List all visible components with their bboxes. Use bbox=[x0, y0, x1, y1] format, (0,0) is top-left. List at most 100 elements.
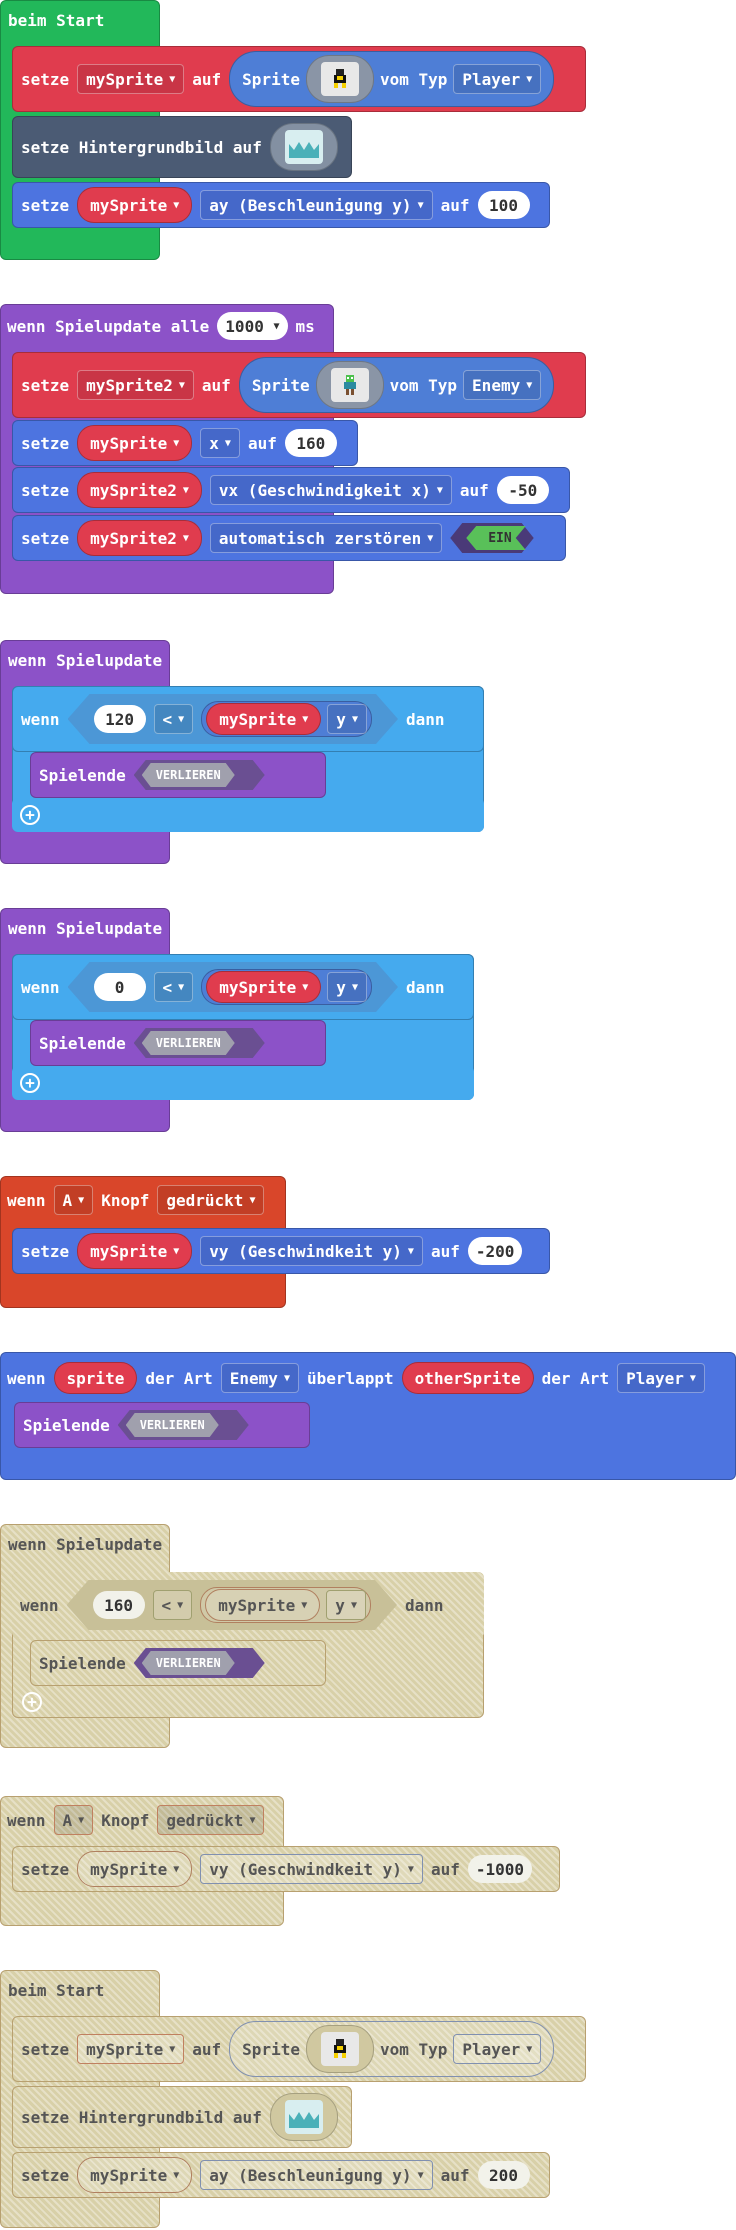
property-dropdown[interactable]: ay (Beschleunigung y)▼ bbox=[200, 190, 433, 220]
sprite-of-kind-pill[interactable]: Sprite vom Typ Player▼ bbox=[229, 51, 555, 107]
sprite-property-pill[interactable]: mySprite▼ y▼ bbox=[201, 969, 372, 1005]
game-over-label: Spielende bbox=[23, 1415, 110, 1435]
chevron-down-icon: ▼ bbox=[526, 2043, 533, 2055]
when-keyword: wenn bbox=[7, 1368, 46, 1388]
on-off-toggle[interactable]: EIN bbox=[450, 523, 533, 553]
disabled-set-sprite-statement[interactable]: setze mySprite▼ auf Sprite vom Typ Playe… bbox=[12, 2016, 586, 2082]
button-action-dropdown[interactable]: gedrückt▼ bbox=[157, 1185, 265, 1215]
button-dropdown[interactable]: A▼ bbox=[53, 1805, 94, 1835]
variable-pill[interactable]: mySprite▼ bbox=[77, 187, 193, 223]
value-input[interactable]: 100 bbox=[477, 191, 530, 219]
disabled-set-background-statement[interactable]: setze Hintergrundbild auf bbox=[12, 2086, 352, 2148]
property-dropdown[interactable]: y▼ bbox=[327, 704, 367, 734]
sprite-of-kind-pill[interactable]: Sprite vom Typ Enemy▼ bbox=[238, 357, 555, 413]
disabled-if-statement[interactable]: wenn 160 <▼ mySprite▼ y▼ dann bbox=[12, 1572, 484, 1638]
game-over-statement[interactable]: Spielende VERLIEREN bbox=[14, 1402, 310, 1448]
button-action-dropdown[interactable]: gedrückt▼ bbox=[157, 1805, 265, 1835]
value-input[interactable]: -1000 bbox=[467, 1855, 533, 1883]
variable-pill[interactable]: mySprite2▼ bbox=[77, 472, 202, 508]
add-else-icon[interactable]: + bbox=[20, 805, 40, 825]
button-keyword: Knopf bbox=[101, 1190, 150, 1210]
game-result-dropdown[interactable]: VERLIEREN bbox=[134, 760, 265, 790]
property-dropdown[interactable]: ay (Beschleunigung y)▼ bbox=[200, 2160, 433, 2190]
add-else-icon[interactable]: + bbox=[22, 1692, 42, 1712]
add-else-icon[interactable]: + bbox=[20, 1073, 40, 1093]
game-over-statement[interactable]: Spielende VERLIEREN bbox=[30, 1020, 326, 1066]
comparison-expression[interactable]: 160 <▼ mySprite▼ y▼ bbox=[67, 1580, 397, 1630]
left-operand[interactable]: 120 bbox=[93, 705, 146, 733]
chevron-down-icon: ▼ bbox=[178, 713, 185, 725]
property-dropdown[interactable]: y▼ bbox=[326, 1590, 366, 1620]
set-vy-statement[interactable]: setze mySprite▼ vy (Geschwindkeit y)▼ au… bbox=[12, 1228, 550, 1274]
variable-dropdown[interactable]: mySprite▼ bbox=[77, 2034, 185, 2064]
sprite-of-kind-pill[interactable]: Sprite vom Typ Player▼ bbox=[229, 2021, 555, 2077]
player-sprite-icon[interactable] bbox=[305, 2025, 374, 2073]
kind-dropdown[interactable]: Player▼ bbox=[453, 64, 542, 94]
variable-dropdown[interactable]: mySprite▼ bbox=[77, 64, 185, 94]
background-image-icon[interactable] bbox=[269, 123, 338, 171]
set-sprite2-statement[interactable]: setze mySprite2▼ auf Sprite vom Typ Enem… bbox=[12, 352, 586, 418]
left-operand[interactable]: 160 bbox=[92, 1591, 145, 1619]
set-vx-statement[interactable]: setze mySprite2▼ vx (Geschwindigkeit x)▼… bbox=[12, 467, 570, 513]
disabled-set-ay-statement[interactable]: setze mySprite▼ ay (Beschleunigung y)▼ a… bbox=[12, 2152, 550, 2198]
game-over-statement[interactable]: Spielende VERLIEREN bbox=[30, 752, 326, 798]
set-background-statement[interactable]: setze Hintergrundbild auf bbox=[12, 116, 352, 178]
variable-pill[interactable]: mySprite▼ bbox=[77, 1851, 193, 1887]
variable-pill[interactable]: mySprite▼ bbox=[206, 971, 322, 1003]
if-keyword: wenn bbox=[21, 709, 60, 729]
kind-dropdown[interactable]: Enemy▼ bbox=[463, 370, 542, 400]
interval-dropdown[interactable]: 1000 ▼ bbox=[217, 312, 288, 340]
chevron-down-icon: ▼ bbox=[249, 1194, 256, 1206]
variable-pill[interactable]: mySprite▼ bbox=[77, 1233, 193, 1269]
left-operand[interactable]: 0 bbox=[93, 973, 146, 1001]
kind-dropdown[interactable]: Player▼ bbox=[617, 1363, 705, 1393]
game-over-statement[interactable]: Spielende VERLIEREN bbox=[30, 1640, 326, 1686]
operator-dropdown[interactable]: <▼ bbox=[153, 972, 194, 1002]
sprite-property-pill[interactable]: mySprite▼ y▼ bbox=[200, 1587, 371, 1623]
variable-pill[interactable]: mySprite▼ bbox=[77, 2157, 193, 2193]
player-sprite-icon[interactable] bbox=[305, 55, 374, 103]
comparison-expression[interactable]: 120 <▼ mySprite▼ y▼ bbox=[68, 694, 398, 744]
property-dropdown[interactable]: x▼ bbox=[200, 428, 240, 458]
operator-dropdown[interactable]: <▼ bbox=[153, 704, 194, 734]
if-statement[interactable]: wenn 120 <▼ mySprite▼ y▼ dann bbox=[12, 686, 484, 752]
comparison-expression[interactable]: 0 <▼ mySprite▼ y▼ bbox=[68, 962, 398, 1012]
background-image-icon[interactable] bbox=[269, 2093, 338, 2141]
sprite-property-pill[interactable]: mySprite▼ y▼ bbox=[201, 701, 372, 737]
button-dropdown[interactable]: A▼ bbox=[53, 1185, 94, 1215]
set-ay-statement[interactable]: setze mySprite▼ ay (Beschleunigung y)▼ a… bbox=[12, 182, 550, 228]
sprite-keyword: Sprite bbox=[251, 375, 310, 395]
set-autodestroy-statement[interactable]: setze mySprite2▼ automatisch zerstören▼ … bbox=[12, 515, 566, 561]
set-sprite-statement[interactable]: setze mySprite▼ auf Sprite vom Typ Playe… bbox=[12, 46, 586, 112]
button-event-hat: wenn A▼ Knopf gedrückt▼ bbox=[0, 1180, 286, 1220]
other-sprite-variable-pill[interactable]: otherSprite bbox=[401, 1362, 534, 1394]
value-input[interactable]: -200 bbox=[467, 1237, 523, 1265]
operator-dropdown[interactable]: <▼ bbox=[152, 1590, 193, 1620]
property-dropdown[interactable]: vy (Geschwindkeit y)▼ bbox=[200, 1236, 423, 1266]
variable-pill[interactable]: mySprite▼ bbox=[206, 703, 322, 735]
variable-pill[interactable]: mySprite▼ bbox=[205, 1589, 321, 1621]
set-keyword: setze bbox=[21, 375, 70, 395]
flag-dropdown[interactable]: automatisch zerstören▼ bbox=[209, 523, 443, 553]
kind-dropdown[interactable]: Enemy▼ bbox=[220, 1363, 299, 1393]
chevron-down-icon: ▼ bbox=[407, 1245, 414, 1257]
chevron-down-icon: ▼ bbox=[249, 1814, 256, 1826]
property-dropdown[interactable]: vy (Geschwindkeit y)▼ bbox=[200, 1854, 423, 1884]
game-result-dropdown[interactable]: VERLIEREN bbox=[118, 1410, 249, 1440]
property-dropdown[interactable]: vx (Geschwindigkeit x)▼ bbox=[209, 475, 452, 505]
property-dropdown[interactable]: y▼ bbox=[327, 972, 367, 1002]
set-x-statement[interactable]: setze mySprite▼ x▼ auf 160 bbox=[12, 420, 358, 466]
game-result-dropdown[interactable]: VERLIEREN bbox=[134, 1648, 265, 1678]
variable-dropdown[interactable]: mySprite2▼ bbox=[77, 370, 194, 400]
enemy-sprite-icon[interactable] bbox=[315, 361, 384, 409]
if-statement[interactable]: wenn 0 <▼ mySprite▼ y▼ dann bbox=[12, 954, 474, 1020]
value-input[interactable]: 200 bbox=[477, 2161, 530, 2189]
sprite-variable-pill[interactable]: sprite bbox=[53, 1362, 138, 1394]
value-input[interactable]: -50 bbox=[496, 476, 549, 504]
kind-dropdown[interactable]: Player▼ bbox=[453, 2034, 542, 2064]
game-result-dropdown[interactable]: VERLIEREN bbox=[134, 1028, 265, 1058]
variable-pill[interactable]: mySprite2▼ bbox=[77, 520, 202, 556]
variable-pill[interactable]: mySprite▼ bbox=[77, 425, 193, 461]
value-input[interactable]: 160 bbox=[284, 429, 337, 457]
disabled-set-vy-statement[interactable]: setze mySprite▼ vy (Geschwindkeit y)▼ au… bbox=[12, 1846, 560, 1892]
